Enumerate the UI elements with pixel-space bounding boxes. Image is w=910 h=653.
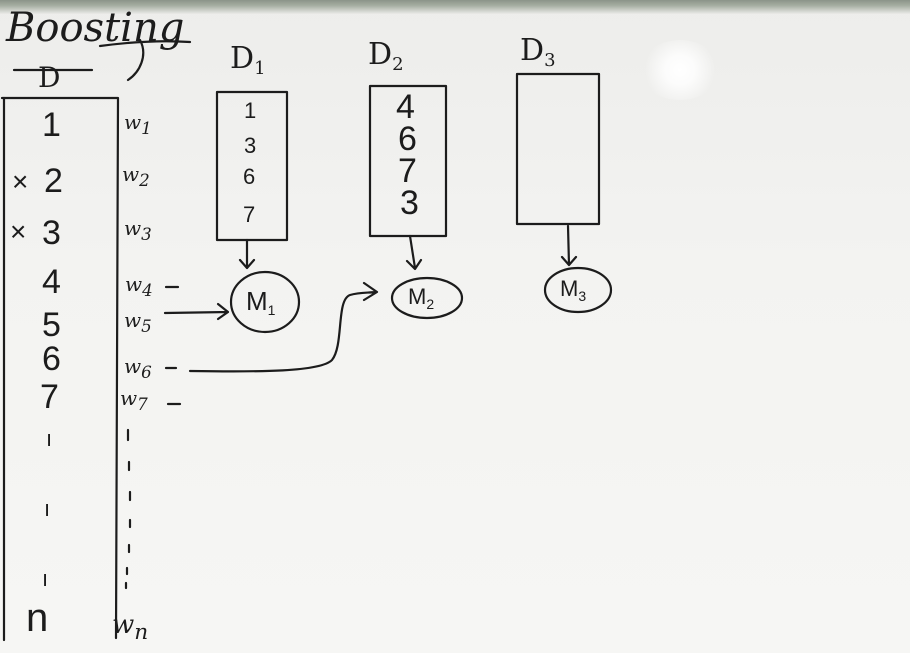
dataset-column (0, 96, 120, 640)
row-4: 4 (42, 263, 61, 301)
dataset-label: D (38, 61, 61, 94)
sample-box-d1 (215, 90, 289, 242)
arrow-d1-m1 (238, 238, 256, 270)
model-label-m1: M1 (246, 286, 276, 318)
row-3: 3 (42, 214, 61, 252)
weight-6: w6 (124, 354, 152, 382)
d1-item-1: 1 (244, 98, 257, 123)
model-circle-m2 (390, 276, 464, 320)
title-swash (126, 38, 145, 82)
weight-4: w4 (125, 272, 153, 300)
row-ellipsis-3: ı (42, 566, 49, 591)
weight-ellipsis (124, 428, 132, 590)
arrow-d3-m3 (560, 224, 578, 267)
board-frame-edge (0, 0, 910, 14)
row-n: n (26, 596, 49, 640)
model-label-m2: M2 (408, 284, 435, 312)
arrow-d2-m2 (405, 234, 423, 271)
sample-label-d3: D3 (520, 33, 556, 71)
row-5: 5 (42, 306, 61, 344)
d2-item-3: 7 (398, 152, 417, 190)
d2-item-4: 3 (400, 184, 419, 222)
row-7: 7 (40, 378, 59, 416)
weight-5: w5 (124, 308, 152, 336)
weight-7: w7 (120, 386, 148, 414)
d1-item-2: 3 (244, 133, 257, 158)
weight-2: w2 (122, 162, 150, 190)
title-underline (98, 40, 192, 48)
weight-n: wn (112, 610, 149, 646)
d2-item-2: 6 (398, 120, 417, 158)
d1-item-3: 6 (243, 164, 256, 189)
model-circle-m3 (543, 266, 613, 314)
weight-1: w1 (124, 110, 152, 138)
light-glare (640, 40, 720, 100)
model-circle-m1 (229, 270, 301, 334)
sample-box-d2 (368, 84, 448, 238)
row-2: 2 (44, 162, 63, 200)
row-ellipsis-1: ı (46, 426, 53, 451)
d2-item-1: 4 (396, 88, 415, 126)
row-1: 1 (42, 106, 61, 144)
arrow-w6-m2 (188, 281, 379, 373)
board-title: Boosting (6, 5, 185, 51)
model-label-m3: M3 (560, 276, 587, 304)
sample-box-d3 (515, 72, 601, 226)
arrow-w5-m1 (163, 302, 230, 321)
row-ellipsis-2: ı (44, 496, 51, 521)
remove-mark-row-2: × (12, 166, 29, 197)
remove-mark-row-3: × (10, 216, 27, 247)
d1-item-4: 7 (243, 202, 256, 227)
row-6: 6 (42, 340, 61, 378)
sample-label-d2: D2 (368, 37, 404, 75)
sample-label-d1: D1 (230, 41, 266, 79)
weight-3: w3 (124, 216, 152, 244)
